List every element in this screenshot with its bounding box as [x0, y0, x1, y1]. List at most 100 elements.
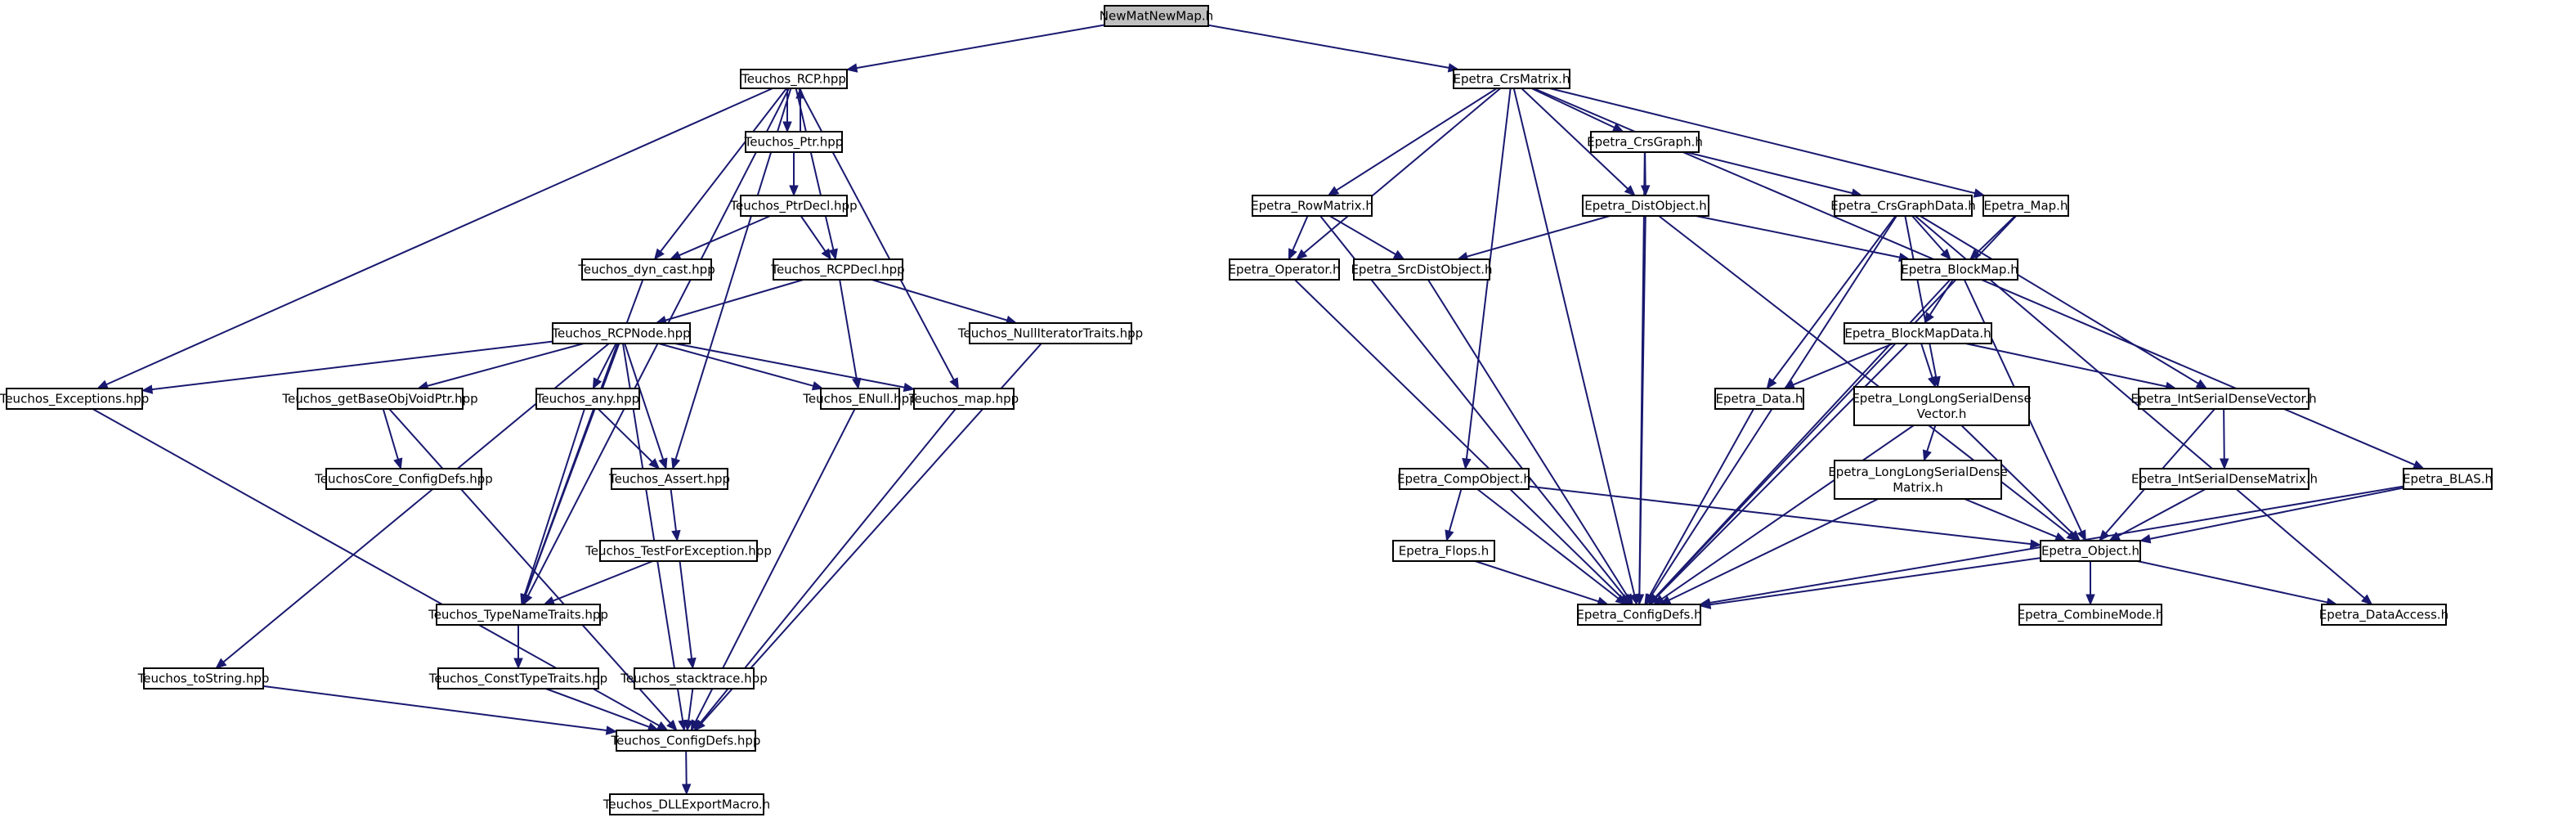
node-eobject[interactable]: Epetra_Object.h	[2040, 540, 2141, 562]
edge-arrowhead-crsgraphdata-to-blockmap	[1940, 248, 1951, 260]
edge-arrowhead-llmatrix-to-eobject	[2054, 532, 2067, 541]
node-tmap[interactable]: Teuchos_map.hpp	[908, 388, 1019, 410]
node-box	[2403, 468, 2493, 490]
node-rcp[interactable]: Teuchos_RCP.hpp	[740, 69, 848, 89]
node-blockmap[interactable]: Epetra_BlockMap.h	[1901, 258, 2018, 281]
edge-arrowhead-getbase-to-coreconfig	[393, 457, 403, 470]
node-intmatrix[interactable]: Epetra_IntSerialDenseMatrix.h	[2131, 468, 2318, 490]
node-box	[773, 258, 903, 281]
node-rowmatrix[interactable]: Epetra_RowMatrix.h	[1251, 195, 1373, 217]
edge-ptrdecl-to-rcpdecl	[800, 215, 827, 252]
edge-emap-to-blockmap	[1976, 215, 2016, 254]
node-rcpnode[interactable]: Teuchos_RCPNode.hpp	[551, 322, 691, 344]
node-assert[interactable]: Teuchos_Assert.hpp	[608, 468, 730, 490]
node-ptr[interactable]: Teuchos_Ptr.hpp	[744, 131, 844, 153]
node-dyncast[interactable]: Teuchos_dyn_cast.hpp	[577, 258, 715, 281]
edge-rcpdecl-to-enull	[839, 279, 858, 380]
node-flops[interactable]: Epetra_Flops.h	[1392, 540, 1495, 562]
edge-arrowhead-rcp-to-dyncast	[653, 248, 665, 261]
edge-distobject-to-blockmap	[1696, 215, 1900, 258]
node-any[interactable]: Teuchos_any.hpp	[535, 388, 640, 410]
node-box	[1590, 131, 1700, 153]
edge-testfor-to-typename	[553, 560, 653, 602]
edge-crsmatrix-to-emap	[1549, 88, 1975, 195]
edge-arrowhead-crsmatrix-to-rowmatrix	[1327, 186, 1340, 196]
node-blockmapdata[interactable]: Epetra_BlockMapData.h	[1844, 322, 1992, 344]
edge-rcp-to-exceptions	[105, 88, 773, 386]
node-box	[2139, 468, 2309, 490]
node-distobject[interactable]: Epetra_DistObject.h	[1582, 195, 1709, 217]
node-label: Teuchos_Ptr.hpp	[744, 135, 844, 150]
edge-arrowhead-typename-to-consttype	[513, 658, 523, 670]
edge-arrowhead-rcp-to-exceptions	[96, 380, 109, 389]
node-getbase[interactable]: Teuchos_getBaseObjVoidPtr.hpp	[281, 388, 478, 410]
node-emap[interactable]: Epetra_Map.h	[1982, 195, 2069, 217]
node-box	[552, 322, 691, 344]
node-label: Teuchos_RCPNode.hpp	[551, 326, 690, 342]
node-label: Teuchos_toString.hpp	[137, 672, 270, 687]
node-tconfig[interactable]: Teuchos_ConfigDefs.hpp	[611, 730, 761, 752]
node-box	[1453, 69, 1570, 89]
edge-blockmapdata-to-edata	[1793, 343, 1894, 386]
node-label: Teuchos_map.hpp	[908, 392, 1019, 407]
node-label: Epetra_Data.h	[1715, 392, 1803, 407]
node-compobject[interactable]: Epetra_CompObject.h	[1397, 468, 1531, 490]
node-consttype[interactable]: Teuchos_ConstTypeTraits.hpp	[428, 667, 607, 689]
node-rcpdecl[interactable]: Teuchos_RCPDecl.hpp	[770, 258, 905, 281]
node-label: Epetra_IntSerialDenseVector.h	[2130, 392, 2316, 407]
edge-arrowhead-intvector-to-eobject	[2099, 529, 2110, 541]
node-enull[interactable]: Teuchos_ENull.hpp	[802, 388, 917, 410]
edge-edata-to-econfig	[1648, 408, 1754, 597]
node-label: Teuchos_TypeNameTraits.hpp	[428, 608, 608, 623]
edge-arrowhead-llvector-to-eobject	[2069, 530, 2081, 541]
node-coreconfig[interactable]: TeuchosCore_ConfigDefs.hpp	[314, 468, 493, 490]
edge-blas-to-eobject	[2149, 487, 2404, 540]
node-typename[interactable]: Teuchos_TypeNameTraits.hpp	[428, 604, 608, 626]
edge-rcpnode-to-exceptions	[151, 340, 553, 391]
node-newmat[interactable]: NewMatNewMap.h	[1100, 5, 1213, 27]
node-tostring[interactable]: Teuchos_toString.hpp	[137, 667, 270, 689]
node-label: Epetra_SrcDistObject.h	[1351, 263, 1492, 278]
edge-operator-to-econfig	[1294, 279, 1623, 599]
node-box	[2321, 604, 2447, 626]
edge-crsmatrix-to-distobject	[1521, 88, 1628, 190]
node-operator[interactable]: Epetra_Operator.h	[1228, 258, 1341, 281]
node-dllexport[interactable]: Teuchos_DLLExportMacro.h	[603, 793, 770, 815]
node-testfor[interactable]: Teuchos_TestForException.hpp	[585, 540, 772, 562]
node-blas[interactable]: Epetra_BLAS.h	[2403, 468, 2493, 490]
node-label: NewMatNewMap.h	[1100, 9, 1213, 24]
node-srcdist[interactable]: Epetra_SrcDistObject.h	[1351, 258, 1493, 281]
node-econfig[interactable]: Epetra_ConfigDefs.h	[1576, 604, 1702, 626]
node-label: Teuchos_getBaseObjVoidPtr.hpp	[281, 392, 477, 407]
node-crsmatrix[interactable]: Epetra_CrsMatrix.h	[1453, 69, 1570, 89]
node-label: Teuchos_any.hpp	[535, 392, 639, 407]
node-box	[611, 468, 728, 490]
node-crsgraph[interactable]: Epetra_CrsGraph.h	[1587, 131, 1703, 153]
node-combine[interactable]: Epetra_CombineMode.h	[2018, 604, 2164, 626]
edge-ptrdecl-to-dyncast	[679, 215, 771, 257]
node-label: Epetra_DistObject.h	[1584, 199, 1707, 214]
node-label: Epetra_CrsGraph.h	[1587, 135, 1703, 150]
edge-llvector-to-econfig	[1661, 424, 1915, 600]
edge-llvector-to-llmatrix	[1926, 424, 1937, 451]
node-exceptions[interactable]: Teuchos_Exceptions.hpp	[0, 388, 149, 410]
edge-newmat-to-crsmatrix	[1207, 24, 1449, 69]
node-edata[interactable]: Epetra_Data.h	[1714, 388, 1804, 410]
edge-getbase-to-coreconfig	[382, 408, 399, 460]
node-label: Epetra_IntSerialDenseMatrix.h	[2131, 472, 2318, 487]
node-dataaccess[interactable]: Epetra_DataAccess.h	[2319, 604, 2448, 626]
nodes-layer: NewMatNewMap.hTeuchos_RCP.hppTeuchos_Ptr…	[0, 5, 2493, 815]
node-ptrdecl[interactable]: Teuchos_PtrDecl.hpp	[729, 195, 858, 217]
node-stacktrace[interactable]: Teuchos_stacktrace.hpp	[620, 667, 768, 689]
node-intvector[interactable]: Epetra_IntSerialDenseVector.h	[2130, 388, 2317, 410]
node-box	[634, 667, 755, 689]
node-nullit[interactable]: Teuchos_NullIteratorTraits.hpp	[957, 322, 1143, 344]
node-label: Epetra_Flops.h	[1399, 544, 1490, 559]
edge-arrowhead-getbase-to-tconfig	[666, 719, 678, 731]
edge-arrowhead-blas-to-eobject	[2139, 534, 2152, 544]
node-crsgraphdata[interactable]: Epetra_CrsGraphData.h	[1830, 195, 1976, 217]
